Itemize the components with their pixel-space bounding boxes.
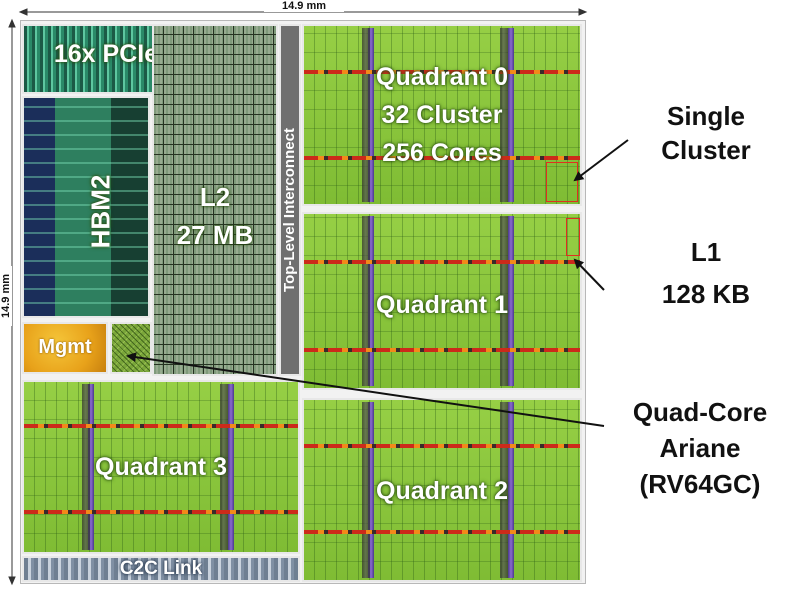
l2-cache-block <box>152 24 278 376</box>
quadrant-3-spine-purple <box>88 384 94 550</box>
quadrant-2-spine-purple <box>368 402 374 578</box>
width-dimension-label: 14.9 mm <box>264 0 344 12</box>
quadrant-0-label: Quadrant 0 <box>376 63 508 91</box>
quadrant-2-spine-left <box>362 402 370 578</box>
quadrant-3-bus-bottom <box>24 510 298 514</box>
quadrant-0-bus-top <box>304 70 580 74</box>
hbm2-block <box>22 96 150 318</box>
mgmt-label: Mgmt <box>38 336 92 358</box>
single-cluster-callout-line2: Cluster <box>661 135 751 165</box>
quadrant-1 <box>302 212 582 390</box>
mgmt-block <box>22 322 108 374</box>
l1-callout-line1: L1 <box>690 237 722 267</box>
quadrant-0-bus-bottom <box>304 156 580 160</box>
quadrant-2-bus-top <box>304 444 580 448</box>
quadrant-0-spine-right <box>500 28 508 202</box>
quadrant-3 <box>22 380 300 554</box>
quadrant-2-spine-right <box>500 402 508 578</box>
l1-highlight <box>566 218 580 256</box>
quadrant-2 <box>302 398 582 582</box>
quadrant-3-bus-top <box>24 424 298 428</box>
quadrant-1-bus-bottom <box>304 348 580 352</box>
c2c-link-block <box>22 556 300 582</box>
quadrant-3-label: Quadrant 3 <box>95 453 227 481</box>
quadrant-0-spine-left <box>362 28 370 202</box>
pcie-label: 16x PCIe <box>53 40 159 68</box>
quadrant-3-spine-left <box>82 384 90 550</box>
ariane-callout-line2: Ariane <box>659 433 741 463</box>
ariane-core-block <box>110 322 152 374</box>
quadrant-0-cores-label: 256 Cores <box>382 139 502 167</box>
quadrant-2-spine-purple-2 <box>508 402 514 578</box>
quadrant-1-spine-purple <box>368 216 374 386</box>
quadrant-2-label: Quadrant 2 <box>376 477 508 505</box>
quadrant-1-spine-purple-2 <box>508 216 514 386</box>
quadrant-3-spine-purple-2 <box>228 384 234 550</box>
quadrant-0-spine-purple-2 <box>508 28 514 202</box>
l2-size-label: 27 MB <box>176 220 254 250</box>
quadrant-3-spine-right <box>220 384 228 550</box>
quadrant-1-spine-left <box>362 216 370 386</box>
quadrant-1-label: Quadrant 1 <box>376 291 508 319</box>
quadrant-1-bus-top <box>304 260 580 264</box>
ariane-callout-line1: Quad-Core <box>632 397 768 427</box>
quadrant-0-clusters-label: 32 Cluster <box>381 101 503 129</box>
quadrant-0 <box>302 24 582 206</box>
top-level-interconnect-block <box>279 24 301 376</box>
l2-label: L2 <box>199 182 231 212</box>
single-cluster-callout-line1: Single <box>666 101 745 131</box>
c2c-link-label: C2C Link <box>119 558 203 579</box>
l1-callout-line2: 128 KB <box>661 279 751 309</box>
single-cluster-highlight <box>546 162 578 202</box>
quadrant-2-bus-bottom <box>304 530 580 534</box>
quadrant-0-spine-purple <box>368 28 374 202</box>
ariane-callout-line3: (RV64GC) <box>639 469 761 499</box>
quadrant-1-spine-right <box>500 216 508 386</box>
